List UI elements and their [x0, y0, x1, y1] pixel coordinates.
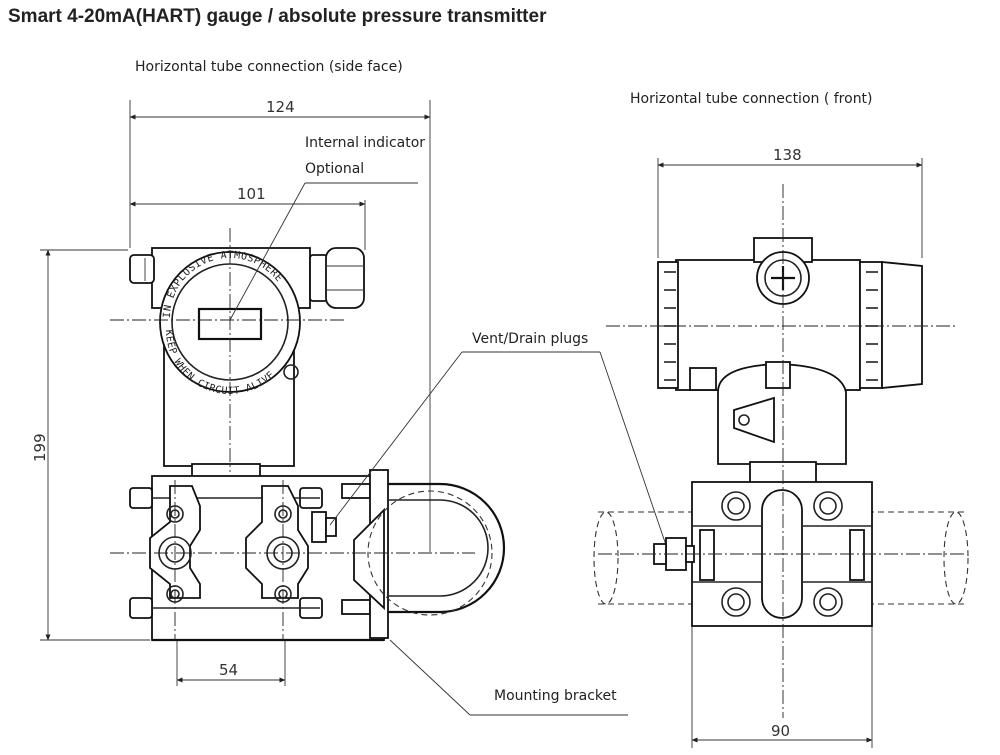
side-pipe-section — [367, 490, 493, 616]
callout-mounting-bracket: Mounting bracket — [389, 639, 628, 716]
dim-199-label: 199 — [31, 433, 49, 462]
internal-indicator-label: Internal indicator — [305, 135, 425, 151]
front-view-caption: Horizontal tube connection ( front) — [630, 91, 873, 107]
callout-vent-drain: Vent/Drain plugs — [329, 331, 668, 549]
dim-front-base-width: 90 — [691, 626, 873, 748]
optional-label: Optional — [305, 161, 364, 177]
side-flange-assembly — [129, 463, 506, 642]
side-view: Horizontal tube connection (side face) 1… — [31, 59, 506, 686]
side-view-caption: Horizontal tube connection (side face) — [135, 59, 403, 75]
dim-side-total-width: 124 — [129, 98, 431, 552]
dim-90-label: 90 — [771, 722, 790, 740]
side-head-housing: IN EXPLOSIVE ATMOSPHERE KEEP WHEN CIRCUI… — [129, 247, 365, 467]
dim-side-flange: 54 — [176, 640, 286, 686]
dim-138-label: 138 — [773, 146, 802, 164]
dim-front-total-width: 138 — [657, 146, 923, 258]
vent-drain-label: Vent/Drain plugs — [472, 331, 588, 347]
dim-124-label: 124 — [266, 98, 295, 116]
callout-internal-indicator: Internal indicator Optional — [229, 135, 425, 321]
dim-side-height: 199 — [31, 249, 150, 641]
front-neck — [717, 361, 847, 485]
mounting-bracket-label: Mounting bracket — [494, 688, 617, 704]
dim-54-label: 54 — [219, 661, 238, 679]
dim-side-head-width: 101 — [129, 185, 366, 250]
front-view: Horizontal tube connection ( front) 138 … — [593, 91, 969, 748]
dim-101-label: 101 — [237, 185, 266, 203]
page-title: Smart 4-20mA(HART) gauge / absolute pres… — [8, 6, 547, 27]
